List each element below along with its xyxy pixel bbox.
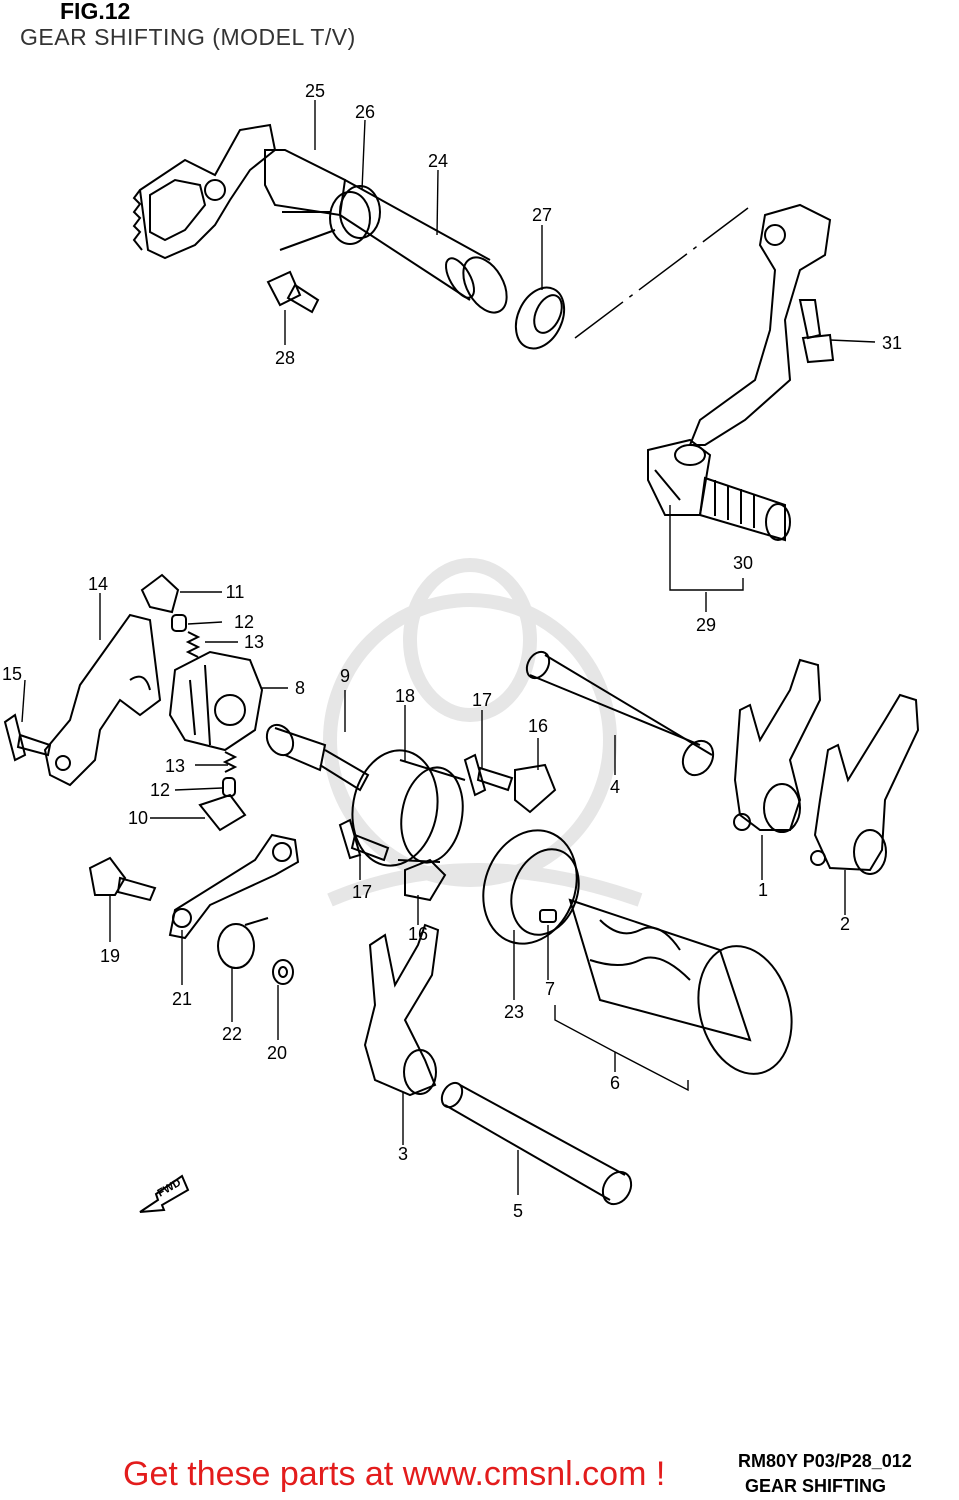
spring-13-upper [185, 631, 201, 658]
callout-16-left: 16 [408, 924, 428, 944]
spring-13-lower [222, 751, 238, 773]
gearshift-cam-bolt [265, 723, 370, 792]
gearshift-cam-driven-gear [168, 650, 264, 752]
callout-14: 14 [88, 574, 108, 594]
gearshift-fork-3 [363, 923, 440, 1097]
callout-12-lower: 12 [150, 780, 170, 800]
callout-26: 26 [355, 102, 375, 122]
gearshift-fork-shaft-4 [525, 650, 715, 777]
diagram-caption: GEAR SHIFTING [745, 1476, 887, 1496]
gearshift-cam-drum [539, 898, 793, 1075]
oil-seal [514, 286, 566, 350]
screw-15 [3, 713, 52, 762]
callout-16-right: 16 [528, 716, 548, 736]
pin-12-upper [171, 614, 187, 632]
return-spring [279, 185, 381, 251]
assembly-axis-line [574, 207, 749, 339]
callout-4: 4 [610, 777, 620, 797]
callout-31: 31 [882, 333, 902, 353]
forward-direction-arrow [139, 1174, 190, 1213]
callout-23: 23 [504, 1002, 524, 1022]
callout-22: 22 [222, 1024, 242, 1044]
callout-20: 20 [267, 1043, 287, 1063]
gearshift-pedal [647, 203, 832, 516]
callout-11: 11 [226, 582, 245, 602]
callout-12-upper: 12 [234, 612, 254, 632]
gearshift-fork-shaft-5 [440, 1081, 633, 1206]
stopper-arm-21 [168, 833, 300, 940]
figure-number: FIG.12 [60, 0, 131, 24]
callout-1: 1 [758, 880, 768, 900]
pin-12-lower [222, 777, 236, 797]
gearshift-stopper-plate [43, 613, 162, 787]
leader-lines [21, 100, 876, 1195]
washer-20 [272, 959, 294, 985]
watermark-logo [323, 558, 643, 907]
callout-30: 30 [733, 553, 753, 573]
promo-banner[interactable]: Get these parts at www.cmsnl.com ! [123, 1455, 666, 1493]
diagram-code: RM80Y P03/P28_012 [738, 1451, 912, 1471]
callout-9: 9 [340, 666, 350, 686]
callout-17-left: 17 [352, 882, 372, 902]
callout-13-lower: 13 [165, 756, 185, 776]
pedal-rubber [698, 476, 791, 542]
callout-10: 10 [128, 808, 148, 828]
callout-18: 18 [395, 686, 415, 706]
figure-title: GEAR SHIFTING (MODEL T/V) [20, 24, 356, 50]
callout-28: 28 [275, 348, 295, 368]
callout-5: 5 [513, 1201, 523, 1221]
plate-16-left [404, 858, 447, 902]
callout-15: 15 [2, 664, 22, 684]
stopper-spring-22 [217, 917, 269, 969]
callout-25: 25 [305, 81, 325, 101]
callout-8: 8 [295, 678, 305, 698]
callout-7: 7 [545, 979, 555, 999]
bearing-23 [482, 829, 580, 945]
gearshift-fork-1 [733, 658, 822, 833]
gearshift-fork-2 [810, 693, 920, 875]
bolt-28 [266, 270, 320, 314]
callout-17-right: 17 [472, 690, 492, 710]
callout-29: 29 [696, 615, 716, 635]
callout-21: 21 [172, 989, 192, 1009]
callout-13-upper: 13 [244, 632, 264, 652]
gearshift-cam [351, 749, 466, 867]
callout-6: 6 [610, 1073, 620, 1093]
callout-24: 24 [428, 151, 448, 171]
callout-2: 2 [840, 914, 850, 934]
callout-19: 19 [100, 946, 120, 966]
gearshift-shaft [339, 179, 508, 314]
callout-27: 27 [532, 205, 552, 225]
pawl-11 [140, 573, 180, 614]
plate-16-right [514, 763, 557, 814]
pawl-10 [198, 793, 247, 832]
bolt-31 [798, 299, 835, 364]
callout-3: 3 [398, 1144, 408, 1164]
bolt-19 [88, 856, 157, 902]
screw-17-right [463, 753, 514, 797]
